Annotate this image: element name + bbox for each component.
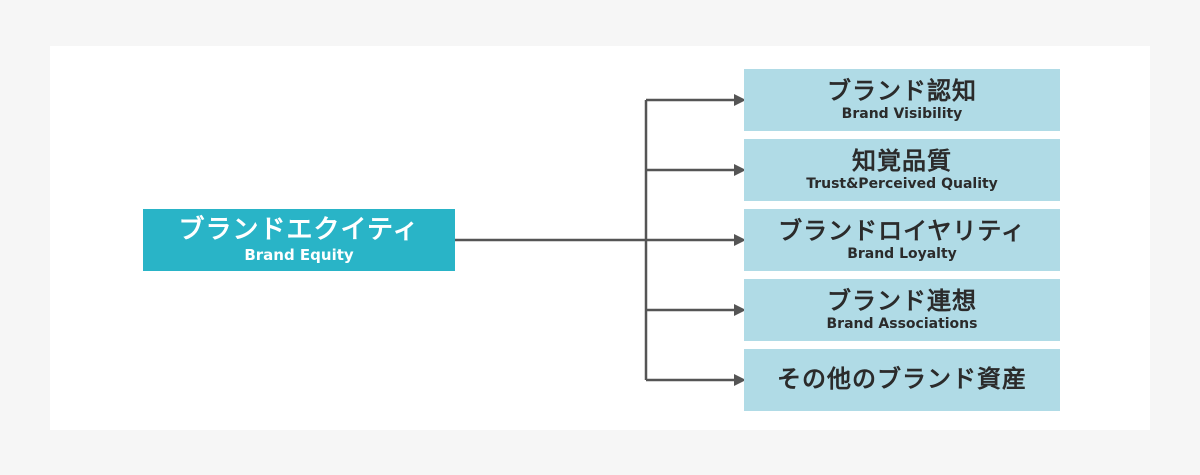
node-subtitle-en: Trust&Perceived Quality	[806, 176, 998, 193]
node-title-ja: ブランドエクイティ	[178, 214, 420, 245]
node-brand-associations: ブランド連想 Brand Associations	[744, 279, 1060, 341]
node-brand-loyalty: ブランドロイヤリティ Brand Loyalty	[744, 209, 1060, 271]
node-title-ja: 知覚品質	[852, 146, 952, 175]
node-subtitle-en: Brand Visibility	[841, 106, 963, 123]
node-subtitle-en: Brand Loyalty	[847, 246, 957, 263]
node-brand-visibility: ブランド認知 Brand Visibility	[744, 69, 1060, 131]
node-perceived-quality: 知覚品質 Trust&Perceived Quality	[744, 139, 1060, 201]
node-subtitle-en: Brand Equity	[244, 245, 354, 264]
node-title-ja: ブランドロイヤリティ	[778, 216, 1026, 245]
node-other-brand-assets: その他のブランド資産	[744, 349, 1060, 411]
node-title-ja: その他のブランド資産	[777, 365, 1027, 394]
node-title-ja: ブランド連想	[827, 286, 977, 315]
node-brand-equity: ブランドエクイティ Brand Equity	[143, 209, 455, 271]
node-title-ja: ブランド認知	[827, 76, 977, 105]
node-subtitle-en: Brand Associations	[826, 316, 978, 333]
